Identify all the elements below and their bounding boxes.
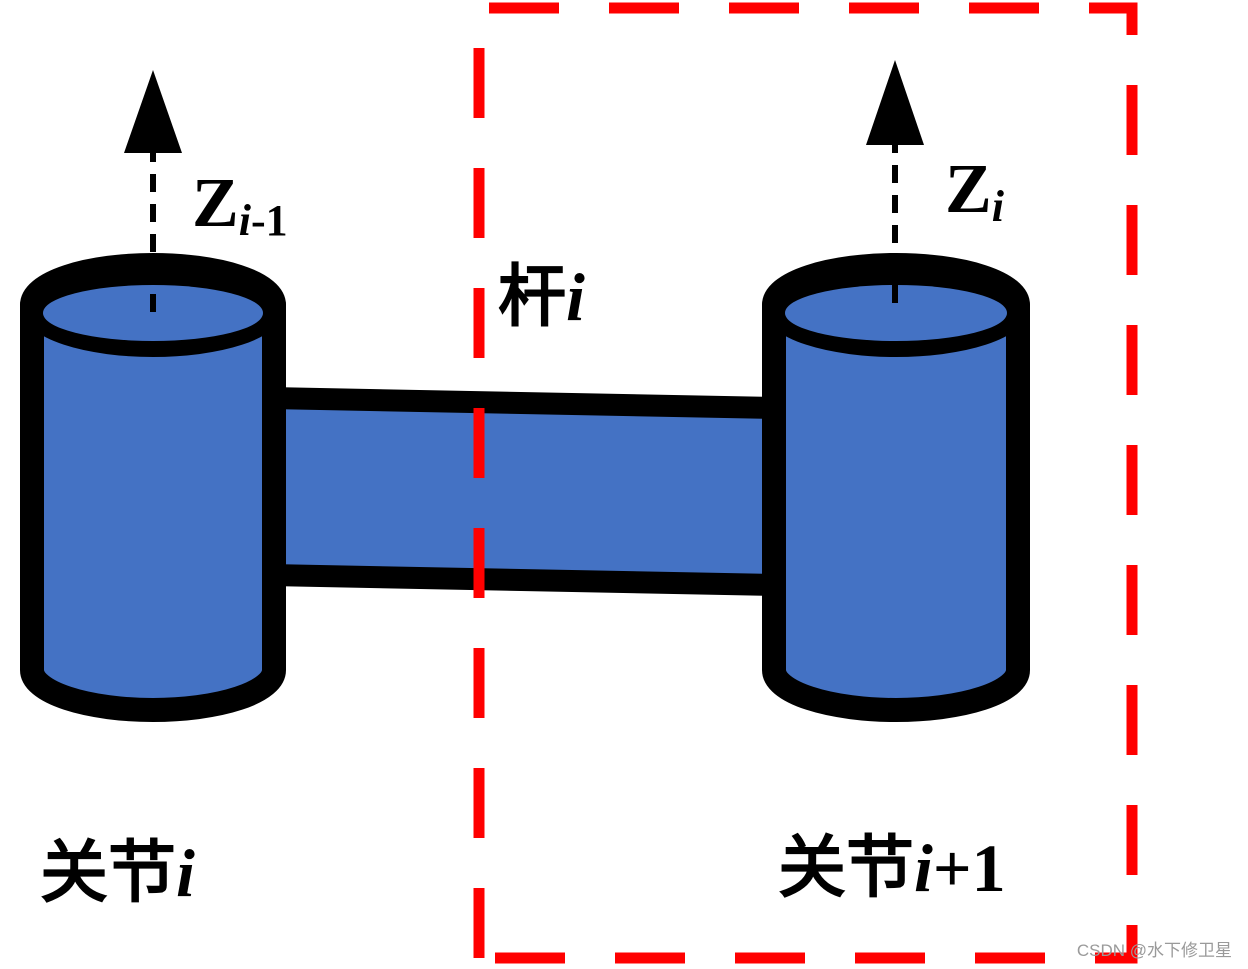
watermark: CSDN @水下修卫星	[1076, 941, 1232, 960]
link-label: 杆i	[498, 259, 585, 335]
joint-left-top	[43, 285, 263, 341]
axis-left-label: Zi-1	[192, 165, 288, 245]
joint-left-cylinder	[20, 253, 286, 722]
joint-right-cylinder	[762, 253, 1030, 722]
link-bar	[259, 387, 786, 596]
axis-right-label: Zi	[945, 151, 1005, 231]
boundary-dashed-red	[473, 2, 1138, 964]
joint-right-top	[785, 285, 1007, 341]
axis-left-arrowhead	[124, 70, 182, 153]
axis-right-arrowhead	[866, 60, 924, 145]
joint-left-label: 关节i	[40, 835, 195, 911]
joint-left-body	[20, 293, 286, 722]
joint-right-body	[762, 293, 1030, 722]
joint-right-label: 关节i+1	[778, 830, 1006, 906]
